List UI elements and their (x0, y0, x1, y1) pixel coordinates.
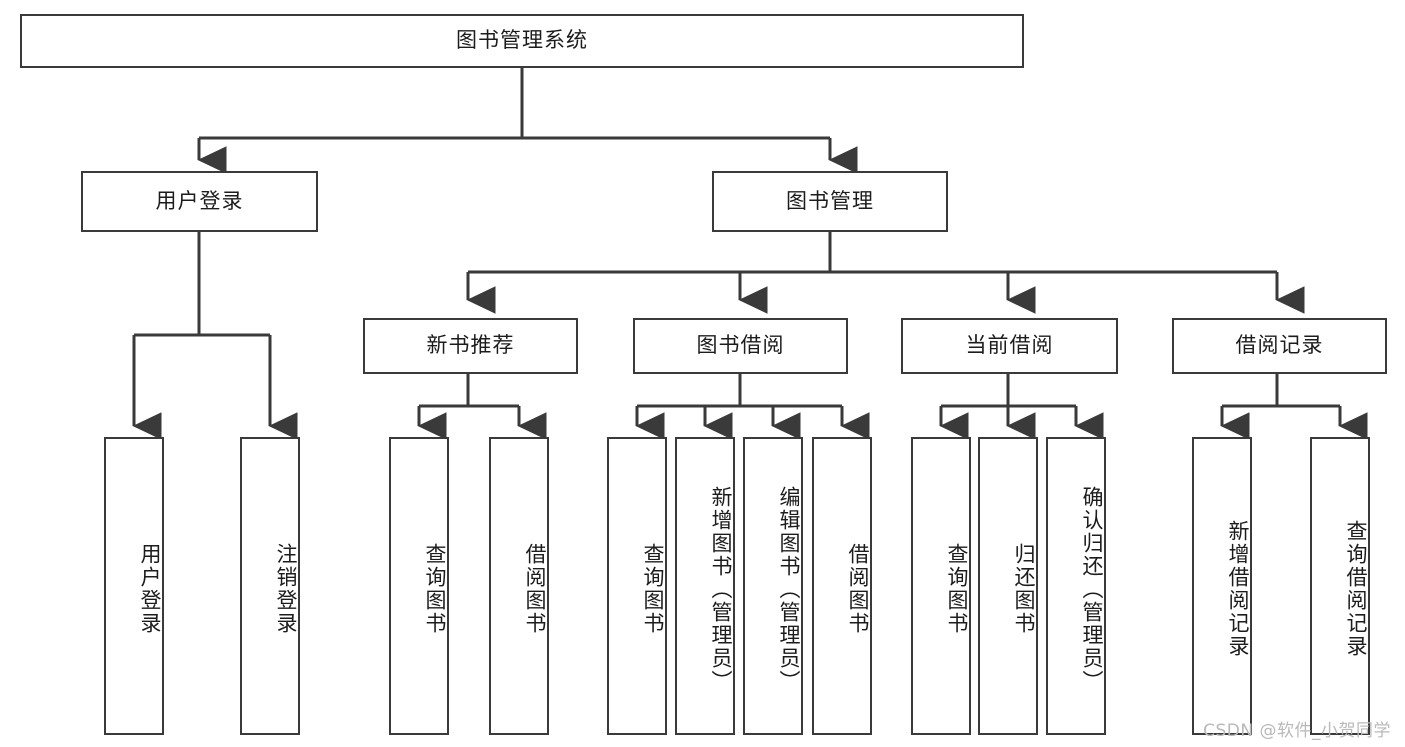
leaf-edit-book-label: 编辑图书（管理员） (777, 485, 801, 693)
leaf-user-login[interactable]: 用户登录 (104, 437, 164, 735)
leaf-logout-login-label: 注销登录 (274, 543, 298, 635)
node-user-login[interactable]: 用户登录 (81, 171, 318, 232)
leaf-return-book-label: 归还图书 (1012, 543, 1036, 635)
leaf-add-book-label: 新增图书（管理员） (709, 485, 733, 693)
leaf-borrow-book-1[interactable]: 借阅图书 (489, 437, 549, 735)
node-new-book-recommend-label: 新书推荐 (426, 333, 515, 358)
node-book-management[interactable]: 图书管理 (712, 171, 948, 232)
node-root-label: 图书管理系统 (456, 28, 588, 53)
leaf-borrow-book-1-label: 借阅图书 (523, 543, 547, 635)
leaf-user-login-label: 用户登录 (138, 543, 162, 635)
leaf-query-book-3-label: 查询图书 (945, 543, 969, 635)
node-root[interactable]: 图书管理系统 (20, 14, 1024, 68)
leaf-query-book-2-label: 查询图书 (641, 543, 665, 635)
leaf-add-record-label: 新增借阅记录 (1226, 520, 1250, 658)
leaf-query-record-label: 查询借阅记录 (1344, 520, 1368, 658)
leaf-borrow-book-2[interactable]: 借阅图书 (812, 437, 872, 735)
node-book-management-label: 图书管理 (786, 188, 874, 213)
leaf-query-record[interactable]: 查询借阅记录 (1310, 437, 1370, 735)
watermark: CSDN @软件_小贺同学 (1203, 721, 1391, 741)
leaf-logout-login[interactable]: 注销登录 (240, 437, 300, 735)
node-borrow-record-label: 借阅记录 (1235, 333, 1324, 358)
node-current-borrow-label: 当前借阅 (965, 333, 1054, 358)
leaf-query-book-2[interactable]: 查询图书 (607, 437, 667, 735)
leaf-query-book-1-label: 查询图书 (423, 543, 447, 635)
leaf-confirm-return[interactable]: 确认归还（管理员） (1046, 437, 1106, 735)
leaf-query-book-3[interactable]: 查询图书 (911, 437, 971, 735)
leaf-add-record[interactable]: 新增借阅记录 (1192, 437, 1252, 735)
leaf-return-book[interactable]: 归还图书 (978, 437, 1038, 735)
node-new-book-recommend[interactable]: 新书推荐 (363, 318, 578, 374)
leaf-query-book-1[interactable]: 查询图书 (389, 437, 449, 735)
leaf-edit-book[interactable]: 编辑图书（管理员） (743, 437, 803, 735)
node-book-borrow-label: 图书借阅 (696, 333, 785, 358)
leaf-confirm-return-label: 确认归还（管理员） (1080, 485, 1104, 693)
leaf-borrow-book-2-label: 借阅图书 (846, 543, 870, 635)
node-borrow-record[interactable]: 借阅记录 (1172, 318, 1387, 374)
node-user-login-label: 用户登录 (155, 188, 244, 213)
node-current-borrow[interactable]: 当前借阅 (901, 318, 1118, 374)
node-book-borrow[interactable]: 图书借阅 (633, 318, 848, 374)
leaf-add-book[interactable]: 新增图书（管理员） (675, 437, 735, 735)
